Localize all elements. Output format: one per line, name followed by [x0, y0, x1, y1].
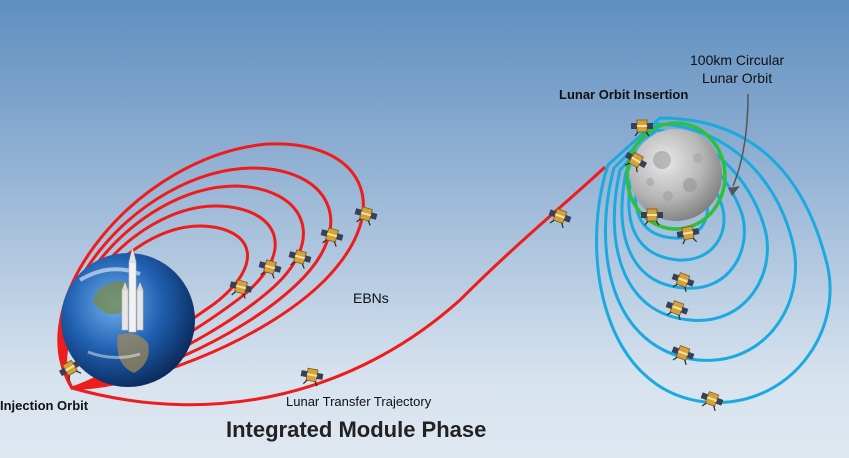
earth-orbit-1: [57, 142, 365, 390]
spacecraft-icon: [352, 204, 379, 228]
moon-icon: [630, 129, 722, 221]
lunar-orbit-2: [604, 122, 797, 362]
launch-rocket-icon: [121, 247, 144, 333]
lunar-orbit-1: [595, 116, 832, 404]
lunar-orbit-3: [612, 128, 769, 322]
lunar-orbit-insertion-label: Lunar Orbit Insertion: [559, 87, 689, 102]
diagram-title: Integrated Module Phase: [226, 417, 487, 442]
lunar-transfer-trajectory-path: [71, 165, 607, 407]
injection-orbit-label: Injection Orbit: [0, 398, 89, 413]
pointer-arrow-icon: [728, 93, 749, 196]
spacecraft-icon: [668, 269, 696, 294]
ebns-label: EBNs: [353, 290, 389, 306]
lunar-transfer-trajectory-label: Lunar Transfer Trajectory: [286, 394, 432, 409]
circular-orbit-label: 100km Circular Lunar Orbit: [690, 52, 785, 86]
circular-lunar-orbit: [625, 121, 727, 231]
spacecraft-icon: [318, 225, 345, 249]
